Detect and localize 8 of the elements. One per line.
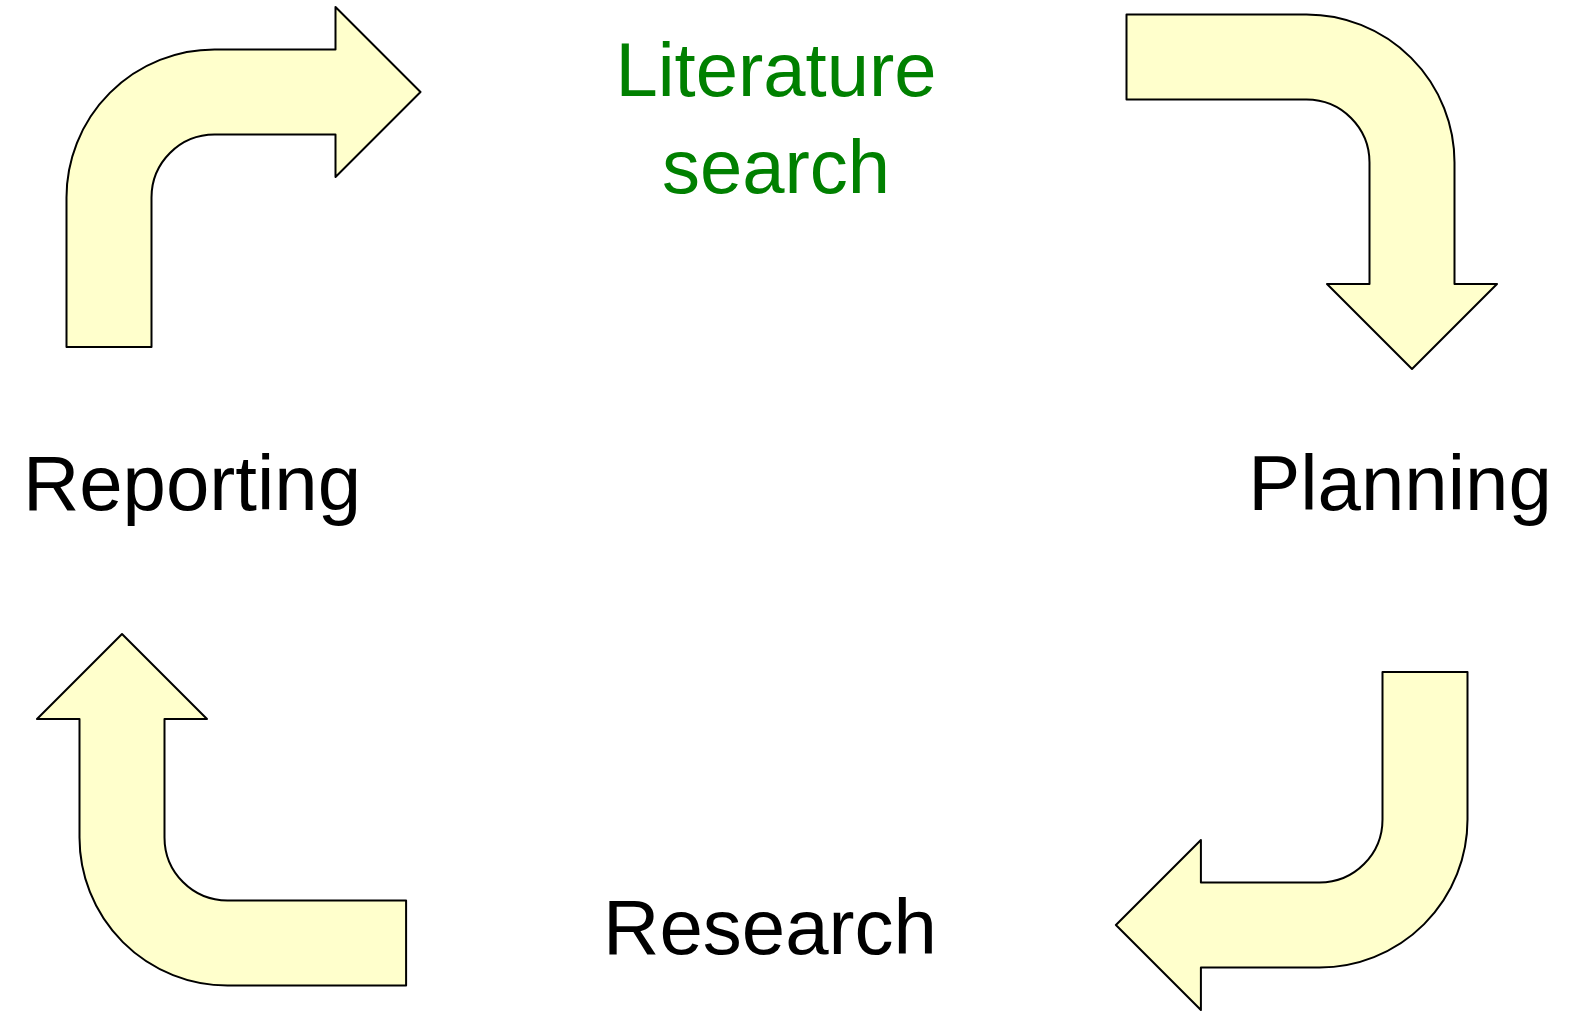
curved-block-arrow <box>36 633 408 987</box>
curved-block-arrow <box>1125 13 1498 370</box>
stage-label: Literature search <box>606 22 946 216</box>
stage-label: Research <box>603 878 937 978</box>
curved-block-arrow <box>1114 671 1469 1011</box>
curved-block-arrow <box>65 6 422 348</box>
stage-label: Reporting <box>22 434 362 534</box>
stage-label: Planning <box>1248 434 1552 534</box>
